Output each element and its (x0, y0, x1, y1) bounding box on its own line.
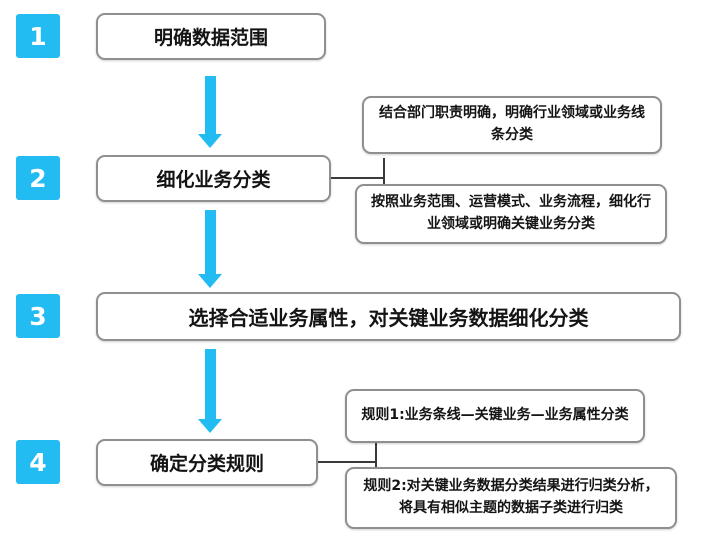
arrow-shaft (205, 210, 216, 275)
annotation-text: 按照业务范围、运营模式、业务流程，细化行业领域或明确关键业务分类 (371, 194, 651, 232)
annotation-text: 规则1:业务条线—关键业务—业务属性分类 (361, 407, 629, 424)
annotation-box-step2-1: 结合部门职责明确，明确行业领域或业务线条分类 (362, 96, 662, 154)
step-box-1: 明确数据范围 (96, 13, 326, 60)
step-label-4: 确定分类规则 (149, 453, 264, 475)
flow-arrow-3 (198, 349, 222, 433)
annotation-text: 结合部门职责明确，明确行业领域或业务线条分类 (379, 105, 645, 143)
annotation-text: 规则2:对关键业务数据分类结果进行归类分析，将具有相似主题的数据子类进行归类 (363, 478, 659, 516)
connector-line-step4-vertical (375, 443, 377, 482)
arrow-shaft (205, 76, 216, 135)
arrow-down-icon (198, 274, 222, 288)
step-label-2: 细化业务分类 (156, 169, 271, 191)
annotation-box-step4-2: 规则2:对关键业务数据分类结果进行归类分析，将具有相似主题的数据子类进行归类 (345, 467, 677, 529)
arrow-down-icon (198, 419, 222, 433)
connector-line-step4-horizontal (318, 461, 376, 463)
step-label-1: 明确数据范围 (153, 27, 268, 49)
step-box-4: 确定分类规则 (96, 439, 318, 486)
flow-arrow-2 (198, 210, 222, 288)
step-number-1: 1 (16, 14, 60, 58)
arrow-down-icon (198, 134, 222, 148)
step-number-3: 3 (16, 294, 60, 338)
step-label-3: 选择合适业务属性，对关键业务数据细化分类 (188, 306, 589, 330)
step-number-2: 2 (16, 156, 60, 200)
connector-line-step2-horizontal (331, 177, 384, 179)
step-number-4: 4 (16, 440, 60, 484)
step-box-2: 细化业务分类 (96, 155, 331, 202)
connector-line-step2-vertical (383, 158, 385, 197)
flow-arrow-1 (198, 76, 222, 148)
annotation-box-step4-1: 规则1:业务条线—关键业务—业务属性分类 (345, 389, 645, 443)
arrow-shaft (205, 349, 216, 420)
annotation-box-step2-2: 按照业务范围、运营模式、业务流程，细化行业领域或明确关键业务分类 (355, 184, 667, 244)
step-box-3: 选择合适业务属性，对关键业务数据细化分类 (96, 292, 681, 341)
